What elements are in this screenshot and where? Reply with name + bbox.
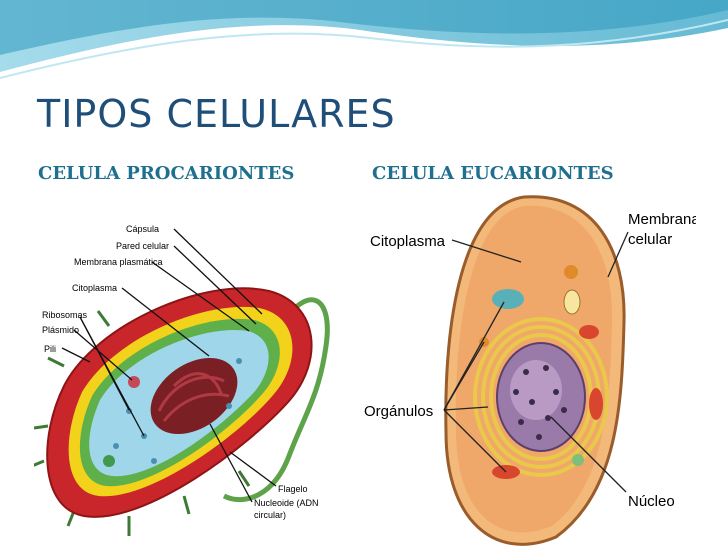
label-organulos: Orgánulos [364,403,433,420]
label-nucleoide-2: circular) [254,510,286,520]
header-waves [0,0,728,79]
mitochondrion-top [579,325,599,339]
label-ribosomas: Ribosomas [42,310,88,320]
label-nucleoide-1: Nucleoide (ADN [254,498,319,508]
granule-shape [103,455,115,467]
prokaryote-diagram: Cápsula Pared celular Membrana plasmátic… [34,224,330,536]
label-pared: Pared celular [116,241,169,251]
label-flagelo: Flagelo [278,484,308,494]
label-membrana-2: celular [628,231,672,248]
nucleoid-shape [150,357,238,435]
prokaryote-leader-lines [61,228,277,503]
vacuole-shape [563,289,581,315]
prokaryote-heading: CELULA PROCARIONTES [38,163,295,184]
label-pili: Pili [44,344,56,354]
eukaryote-heading: CELULA EUCARIONTES [372,163,614,184]
organelle-dot-2 [572,454,584,466]
label-membrana-1: Membrana [628,211,696,228]
nucleolus-shape [510,360,562,420]
chromatin-dots [513,365,567,440]
label-nucleo: Núcleo [628,493,675,510]
lysosome-shape [564,265,578,279]
label-membrana: Membrana plasmática [74,257,163,267]
label-plasmido: Plásmido [42,325,79,335]
mitochondrion-right [589,388,603,420]
flagellum-shape [222,297,330,503]
eukaryote-leader-lines [443,231,629,493]
golgi-shape [492,289,524,309]
label-capsula: Cápsula [126,224,159,234]
label-citoplasma-euk: Citoplasma [370,233,446,250]
pili-shapes [34,310,251,536]
label-citoplasma: Citoplasma [72,283,117,293]
slide-title: TIPOS CELULARES [37,92,396,136]
eukaryote-diagram: Citoplasma Membrana celular Orgánulos Nú… [364,195,696,546]
